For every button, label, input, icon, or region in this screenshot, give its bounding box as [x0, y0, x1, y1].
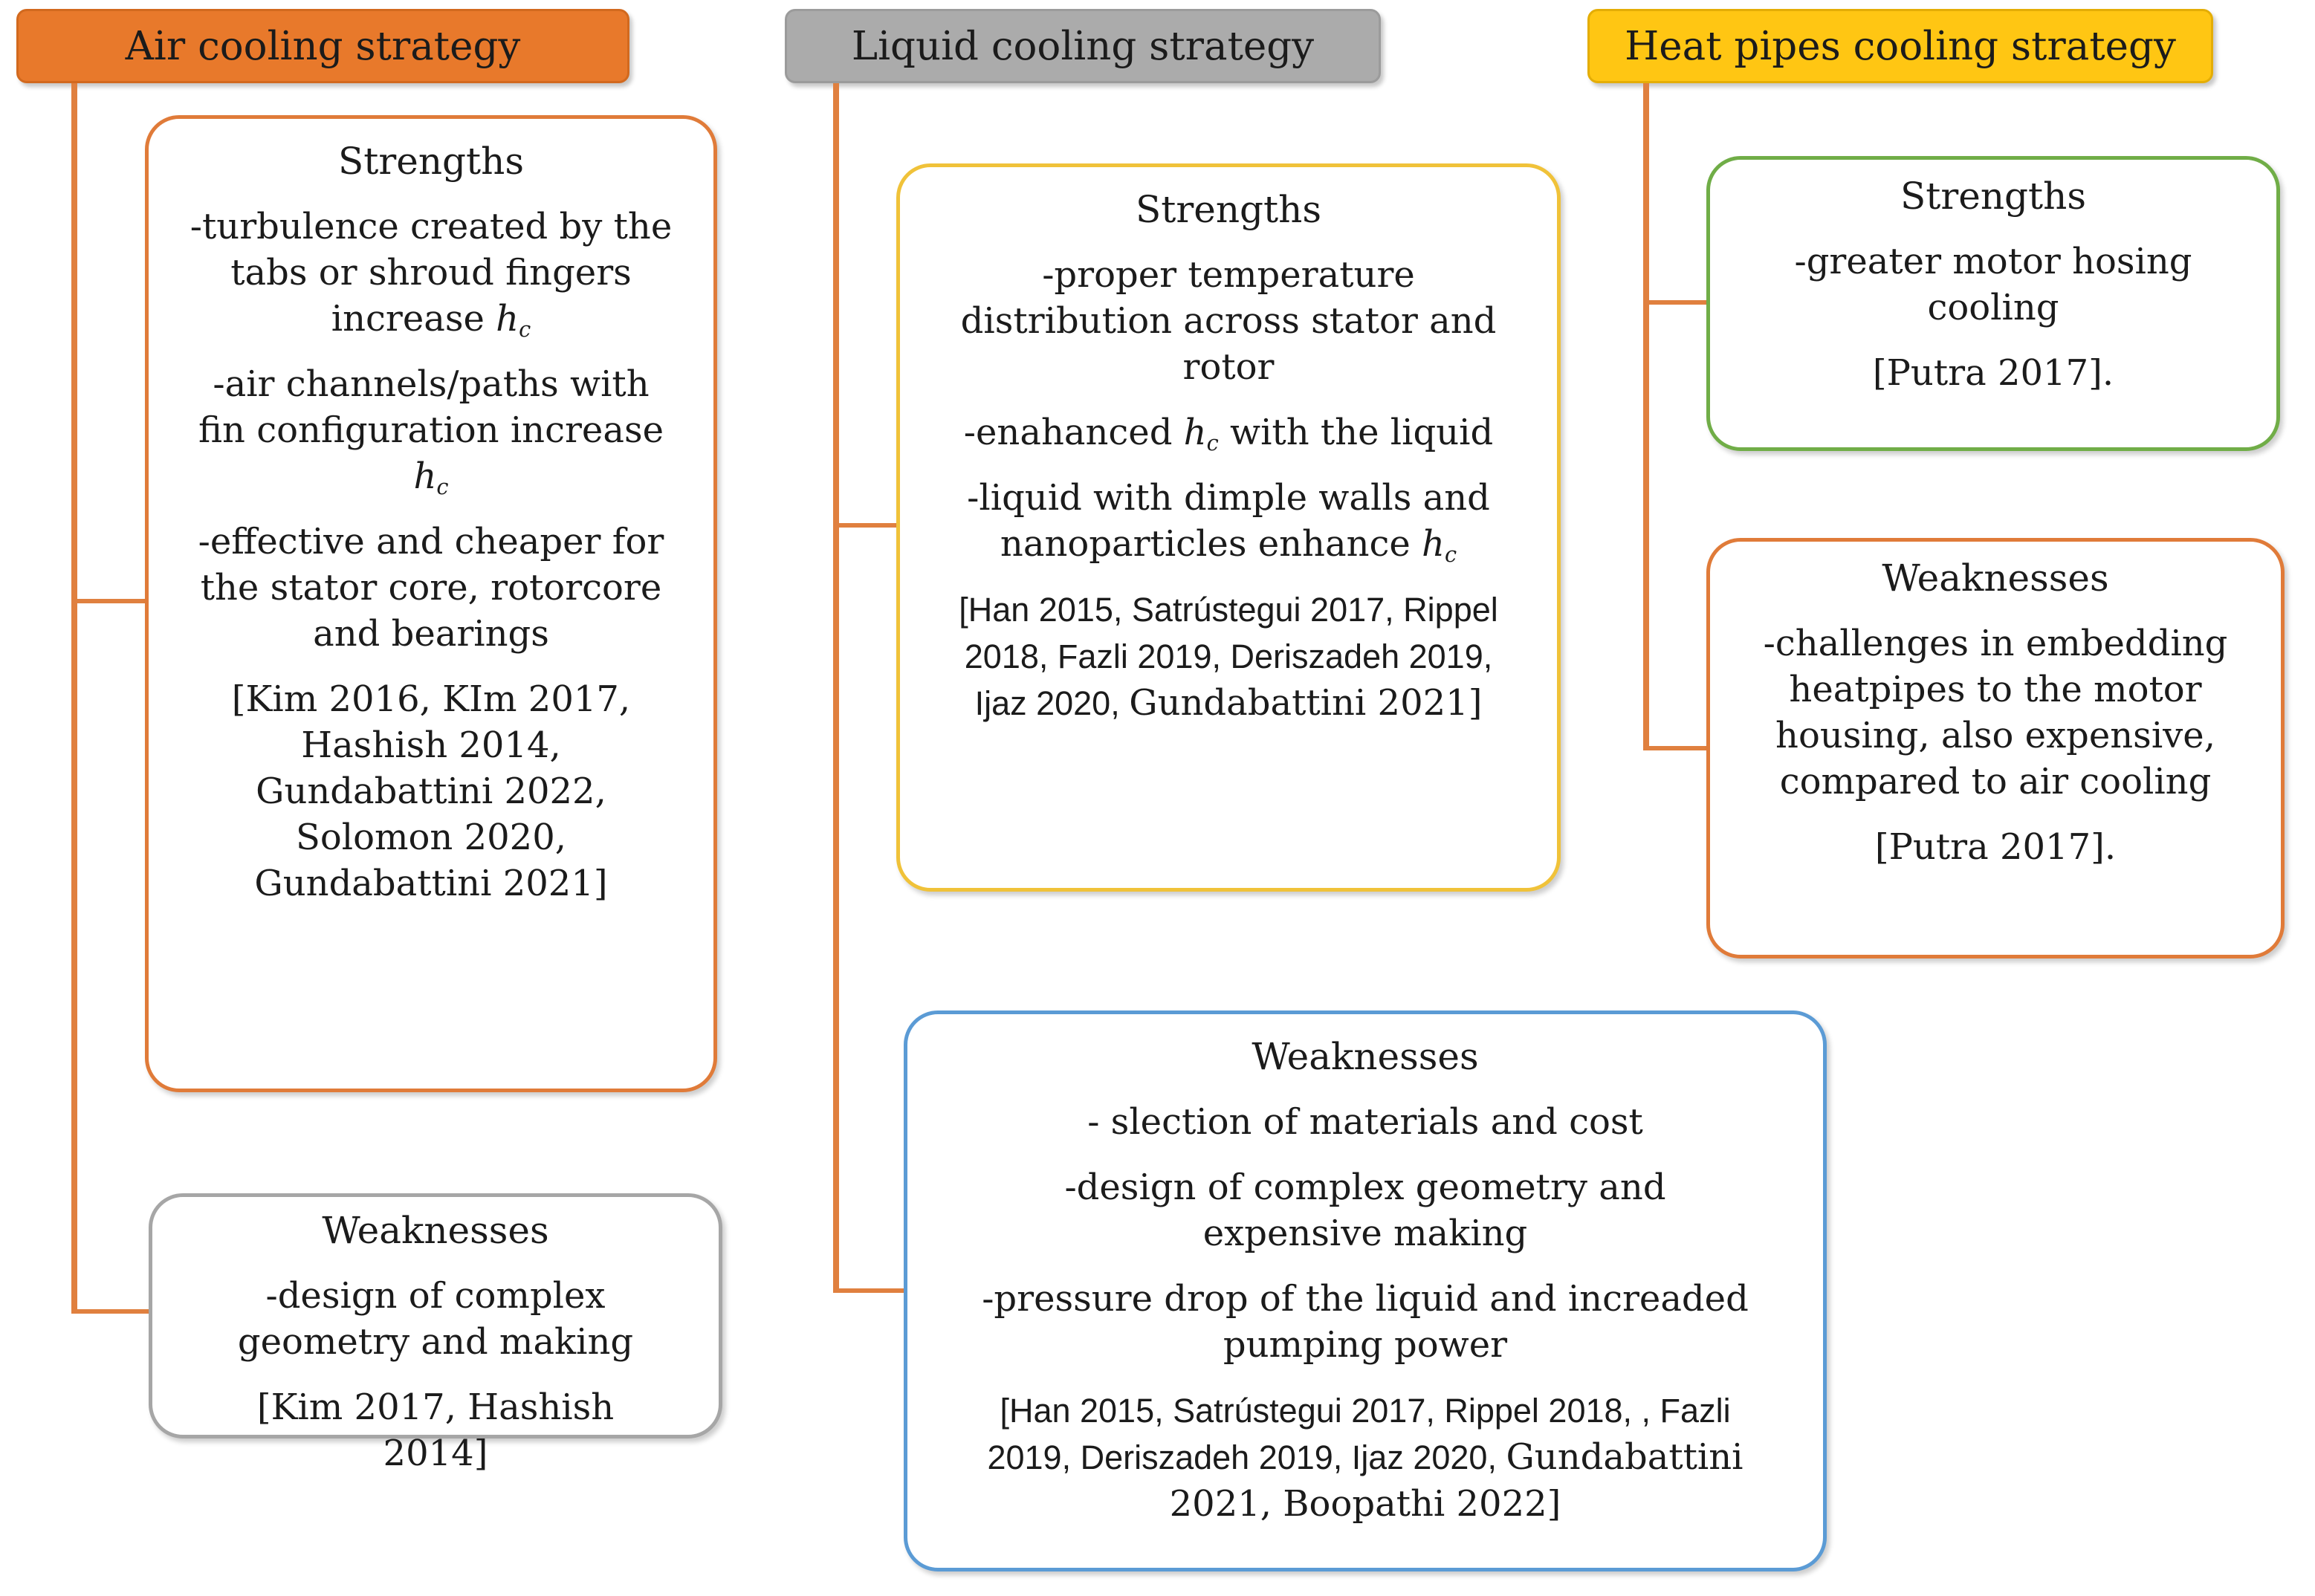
liquid-strengths-box: Strengths -proper temperature distributi… [896, 163, 1561, 892]
air-strengths-title: Strengths [338, 140, 524, 183]
air-strengths-box: Strengths -turbulence created by the tab… [145, 115, 717, 1092]
liquid-strengths-branch-line [836, 523, 900, 528]
text-run: with the liquid [1218, 412, 1494, 453]
text-run: h [413, 455, 437, 497]
text-run: -pressure drop of the liquid and incread… [982, 1278, 1749, 1366]
text-run: c [519, 317, 531, 343]
paragraph: -greater motor hosing cooling [1747, 239, 2239, 331]
liquid-weaknesses-box: Weaknesses - slection of materials and c… [904, 1011, 1827, 1571]
heat-strengths-title: Strengths [1900, 175, 2086, 218]
heat-weaknesses-title: Weaknesses [1882, 557, 2109, 600]
paragraph: -challenges in embedding heatpipes to th… [1747, 620, 2244, 805]
air-weaknesses-branch-line [74, 1309, 152, 1314]
paragraph: -turbulence created by the tabs or shrou… [190, 204, 673, 342]
paragraph: -proper temperature distribution across … [956, 252, 1501, 390]
liquid-weaknesses-body: - slection of materials and cost -design … [974, 1099, 1756, 1527]
heat-strengths-box: Strengths -greater motor hosing cooling [… [1706, 156, 2280, 451]
text-run: h [1183, 412, 1207, 453]
liquid-strengths-body: -proper temperature distribution across … [956, 252, 1501, 727]
paragraph: -liquid with dimple walls and nanopartic… [956, 475, 1501, 567]
paragraph: [Kim 2016, KIm 2017, Hashish 2014, Gunda… [190, 676, 673, 906]
heat-weaknesses-branch-line [1646, 746, 1710, 750]
liquid-weaknesses-branch-line [836, 1288, 907, 1293]
text-run: -turbulence created by the tabs or shrou… [190, 206, 673, 340]
text-run: Gundabattini 2021] [1129, 682, 1483, 724]
air-weaknesses-box: Weaknesses -design of complex geometry a… [149, 1193, 722, 1474]
air-strengths-body: -turbulence created by the tabs or shrou… [190, 204, 673, 906]
heat-weaknesses-box: Weaknesses -challenges in embedding heat… [1706, 538, 2285, 958]
text-run: h [1422, 523, 1445, 565]
text-run: -air channels/paths with fin configurati… [198, 363, 664, 451]
paragraph: [Kim 2017, Hashish 2014] [208, 1384, 663, 1476]
liquid-cooling-header: Liquid cooling strategy [785, 9, 1381, 83]
paragraph: -pressure drop of the liquid and incread… [974, 1276, 1756, 1368]
paragraph: -design of complex geometry and making [208, 1273, 663, 1365]
text-run: h [496, 298, 519, 340]
text-run: -design of complex geometry and expensiv… [1064, 1167, 1666, 1254]
air-cooling-header-label: Air cooling strategy [125, 23, 521, 69]
text-run: -effective and cheaper for the stator co… [198, 521, 664, 655]
liquid-cooling-header-label: Liquid cooling strategy [851, 23, 1315, 69]
text-run: c [436, 474, 449, 500]
text-run: -enahanced [963, 412, 1184, 453]
heat-connector-vertical-line [1643, 83, 1649, 750]
air-connector-vertical-line [71, 83, 77, 1314]
air-weaknesses-body: -design of complex geometry and making [K… [208, 1273, 663, 1476]
liquid-strengths-title: Strengths [1136, 188, 1321, 231]
paragraph: -air channels/paths with fin configurati… [190, 361, 673, 499]
paragraph: [Han 2015, Satrústegui 2017, Rippel 2018… [956, 586, 1501, 727]
text-run: [Han 2015, Satrústegui 2017, Rippel 2018… [959, 591, 1498, 722]
text-run: [Kim 2017, Hashish 2014] [256, 1386, 615, 1474]
liquid-weaknesses-title: Weaknesses [1252, 1035, 1479, 1078]
heat-weaknesses-body: -challenges in embedding heatpipes to th… [1747, 620, 2244, 870]
paragraph: - slection of materials and cost [974, 1099, 1756, 1145]
paragraph: [Putra 2017]. [1747, 350, 2239, 396]
heat-pipes-cooling-header: Heat pipes cooling strategy [1587, 9, 2213, 83]
paragraph: [Putra 2017]. [1747, 824, 2244, 870]
text-run: - slection of materials and cost [1087, 1101, 1643, 1143]
air-strengths-branch-line [74, 599, 149, 603]
paragraph: -design of complex geometry and expensiv… [974, 1164, 1756, 1256]
text-run: c [1206, 430, 1219, 456]
text-run: [Han 2015, Satrústegui 2017, Rippel 2018… [987, 1392, 1731, 1476]
text-run: [Kim 2016, KIm 2017, Hashish 2014, Gunda… [231, 678, 631, 904]
text-run: -challenges in embedding heatpipes to th… [1763, 623, 2228, 802]
heat-strengths-branch-line [1646, 300, 1710, 305]
heat-pipes-cooling-header-label: Heat pipes cooling strategy [1625, 23, 2176, 69]
text-run: -design of complex geometry and making [237, 1275, 634, 1363]
text-run: -liquid with dimple walls and nanopartic… [967, 477, 1490, 565]
paragraph: -enahanced hc with the liquid [956, 409, 1501, 455]
heat-strengths-body: -greater motor hosing cooling [Putra 2017… [1747, 239, 2239, 396]
text-run: [Putra 2017]. [1872, 352, 2114, 394]
text-run: -proper temperature distribution across … [960, 254, 1497, 388]
liquid-connector-vertical-line [833, 83, 839, 1293]
text-run: Gundabattini 2021, Boopathi 2022] [1169, 1436, 1743, 1525]
air-cooling-header: Air cooling strategy [16, 9, 629, 83]
paragraph: -effective and cheaper for the stator co… [190, 519, 673, 657]
text-run: c [1444, 542, 1457, 568]
text-run: -greater motor hosing cooling [1794, 241, 2192, 328]
paragraph: [Han 2015, Satrústegui 2017, Rippel 2018… [974, 1387, 1756, 1527]
text-run: [Putra 2017]. [1874, 826, 2117, 868]
air-weaknesses-title: Weaknesses [322, 1209, 549, 1252]
